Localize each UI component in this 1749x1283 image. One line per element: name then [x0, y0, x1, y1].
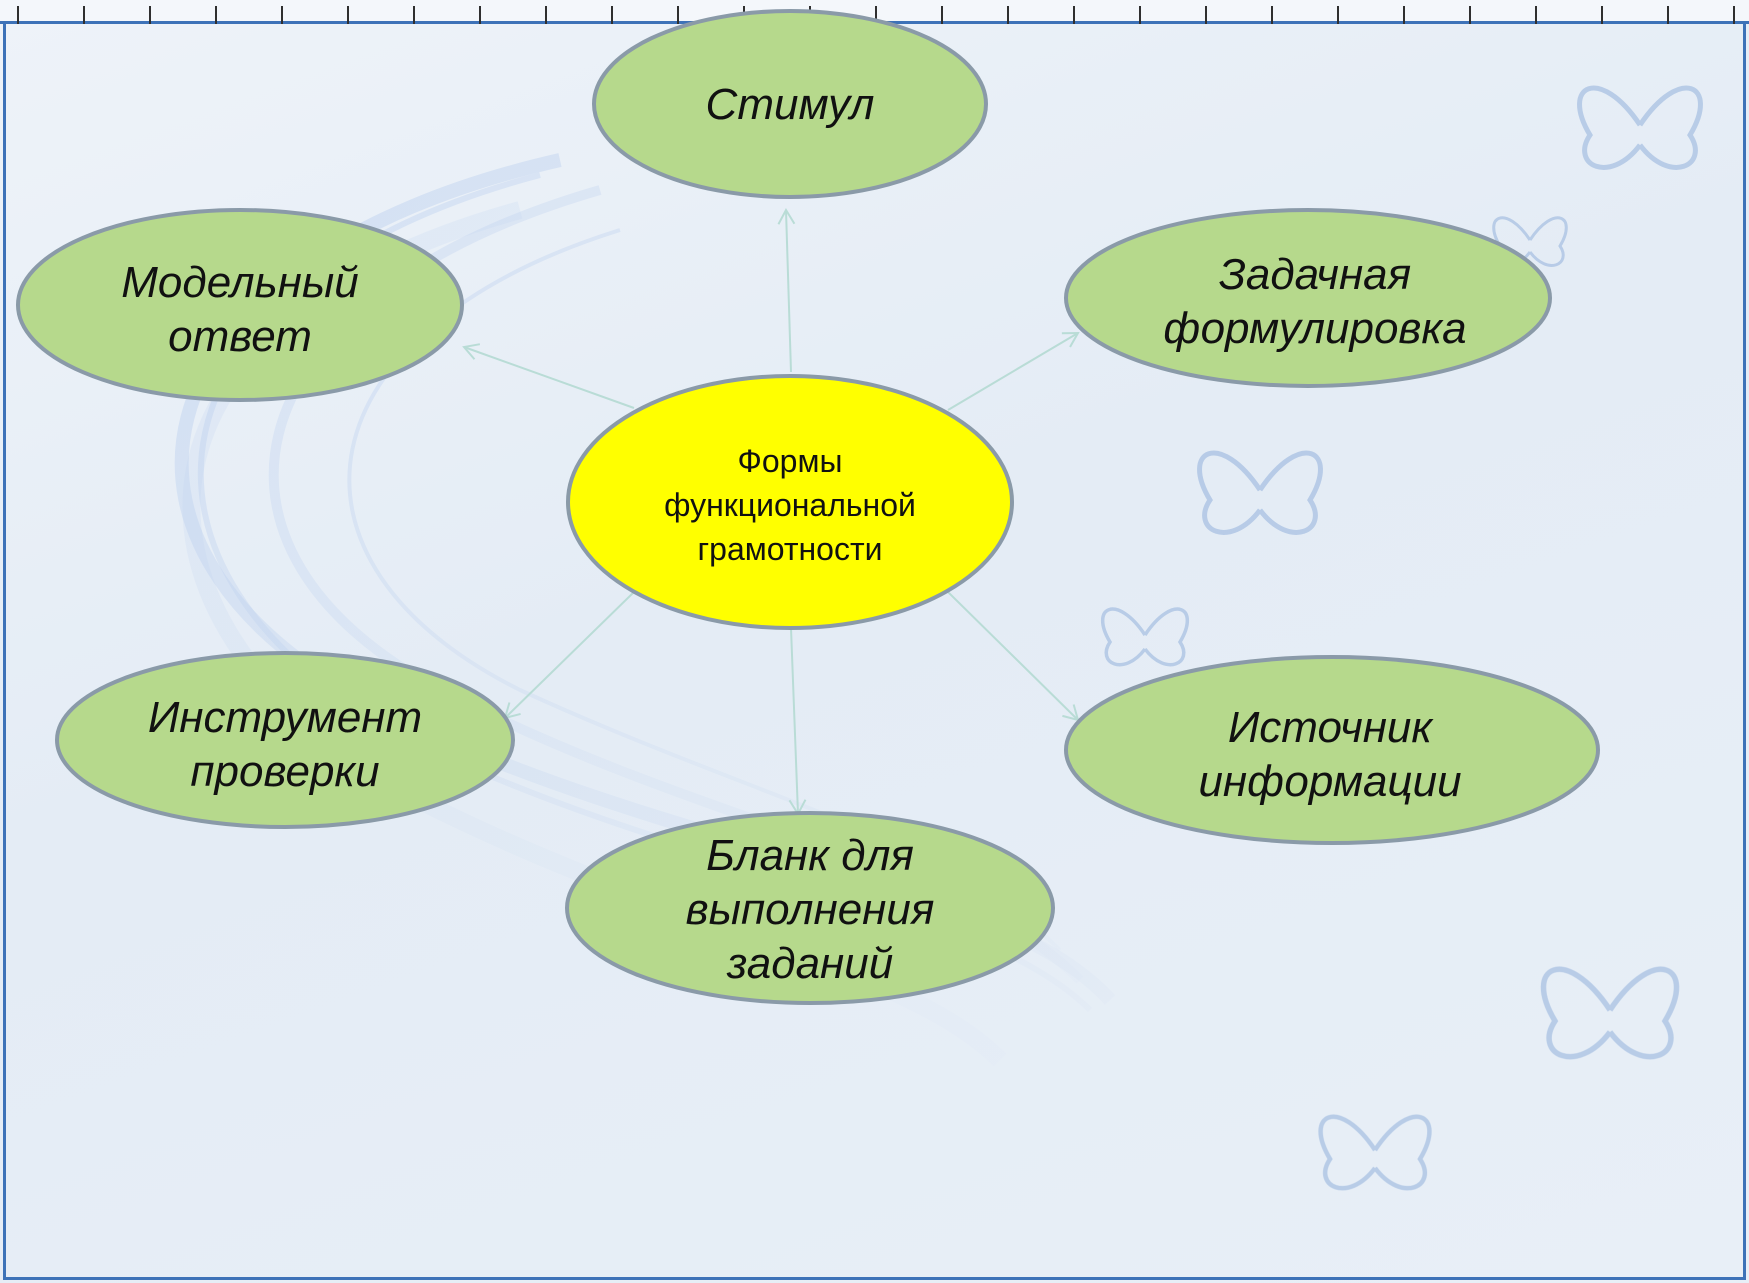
arrow-to-stimul: [777, 207, 796, 373]
arrow-to-instrument: [503, 591, 635, 720]
node-zadachnaya-ellipse: [1064, 208, 1552, 388]
node-zadachnaya-label: Задачная формулировка: [1163, 250, 1467, 353]
node-instrument-label: Инструмент проверки: [147, 693, 423, 796]
center-node-ellipse: [566, 374, 1014, 630]
node-istochnik-ellipse: [1064, 655, 1600, 845]
node-instrument-ellipse: [55, 651, 515, 829]
ruler-ticks: [17, 6, 1735, 24]
node-model-ellipse: [16, 208, 464, 402]
arrow-to-blank: [788, 627, 807, 817]
arrow-to-zadachnaya: [947, 331, 1080, 411]
node-model-label: Модельный ответ: [121, 258, 359, 361]
center-node-label: Формы функциональной грамотности: [664, 443, 916, 567]
node-stimul-label: Стимул: [705, 80, 875, 129]
node-blank-label: Бланк для выполнения заданий: [685, 831, 935, 988]
arrow-to-istochnik: [947, 591, 1080, 722]
node-blank-ellipse: [565, 811, 1055, 1005]
node-istochnik-label: Источник информации: [1198, 703, 1462, 806]
node-stimul-ellipse: [592, 9, 988, 199]
arrow-to-model: [462, 343, 635, 409]
butterfly-decoration: [1100, 85, 1703, 1191]
